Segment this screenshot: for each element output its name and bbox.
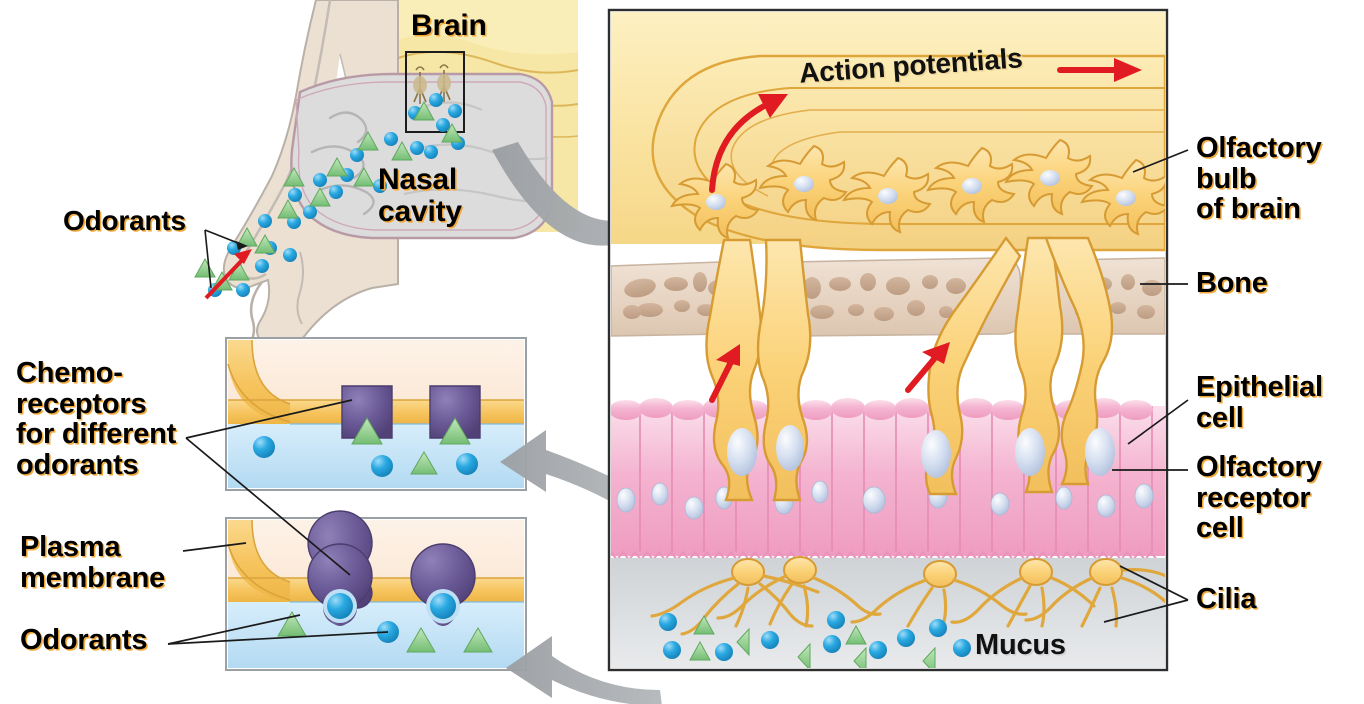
axon-direction-arrowhead	[922, 342, 950, 364]
chemoreceptor-inset-unbound	[225, 337, 527, 491]
round-receptor-bound	[307, 510, 373, 626]
round-receptor-bound	[410, 543, 476, 626]
olfactory-receptor-cell	[921, 235, 1022, 496]
mitral-neuron	[670, 162, 760, 240]
chemoreceptor-inset-bound	[225, 510, 527, 671]
label-odorants-inset: Odorants	[20, 624, 148, 656]
odorant-particles-nasal	[194, 93, 465, 297]
label-cilia: Cilia	[1196, 583, 1257, 615]
mitral-neuron	[1004, 138, 1094, 216]
mitral-neuron	[758, 144, 848, 222]
label-odorants-head: Odorants	[63, 205, 186, 236]
odorant-particles-mucus	[659, 611, 971, 668]
label-bone: Bone	[1196, 267, 1268, 299]
axon-direction-arrowhead	[716, 344, 740, 366]
label-olfactory-receptor-cell: Olfactory receptor cell	[1196, 451, 1322, 545]
olfactory-receptor-cell	[756, 238, 812, 502]
zoom-arrow-inset-top	[500, 430, 640, 512]
label-brain: Brain	[411, 9, 487, 42]
olfactory-epithelium-panel	[607, 8, 1169, 672]
label-nasal-cavity: Nasal cavity	[378, 163, 462, 228]
square-receptor	[341, 385, 393, 445]
label-mucus: Mucus	[975, 629, 1066, 661]
inhalation-arrow-icon	[204, 249, 252, 300]
left-label-leader-lines	[167, 399, 389, 645]
label-epithelial-cell: Epithelial cell	[1196, 371, 1323, 434]
mitral-neuron	[842, 156, 932, 234]
right-label-leader-lines	[1103, 149, 1189, 623]
mitral-neuron	[926, 146, 1016, 224]
square-receptor	[429, 385, 481, 445]
action-potential-straight-arrow	[1057, 58, 1142, 82]
nose-cutaway-illustration	[194, 0, 579, 367]
cilia-group	[650, 556, 1165, 636]
mitral-neuron	[1080, 158, 1165, 236]
zoom-arrow-inset-bottom	[506, 636, 662, 704]
action-potential-curved-arrow	[709, 94, 788, 193]
label-olfactory-bulb: Olfactory bulb of brain	[1196, 132, 1322, 226]
label-chemoreceptors: Chemo- receptors for different odorants	[16, 357, 177, 482]
olfactory-receptor-cell	[1044, 236, 1115, 486]
label-plasma-membrane: Plasma membrane	[20, 531, 166, 594]
olfactory-receptor-cell	[1014, 236, 1064, 494]
